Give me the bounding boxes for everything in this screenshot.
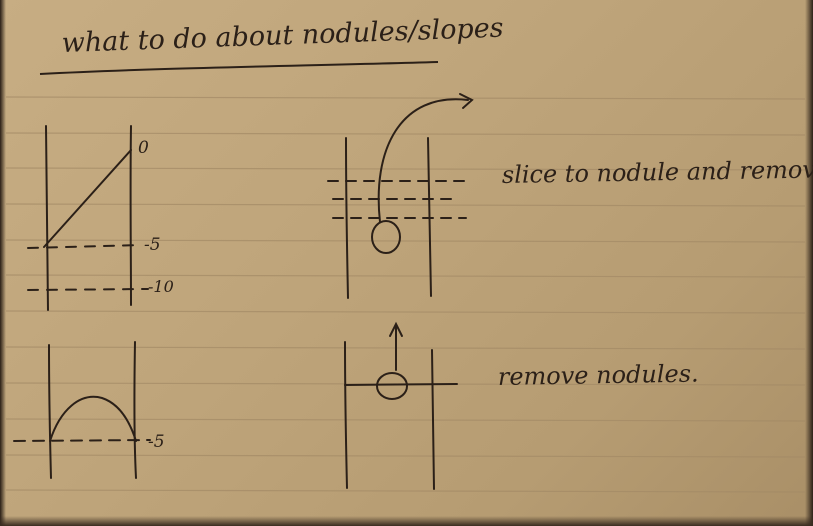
mound-right-wall bbox=[133, 341, 137, 479]
title-underline bbox=[39, 61, 439, 75]
paper-left-shadow bbox=[0, 0, 6, 526]
remove-level-line bbox=[344, 383, 458, 386]
slope-label-0: 0 bbox=[138, 138, 149, 158]
diagram-remove-nodules bbox=[344, 321, 458, 490]
slope-label-10: -10 bbox=[148, 277, 174, 296]
slice-left-wall bbox=[345, 137, 349, 299]
slice-nodule-circle bbox=[371, 220, 401, 254]
slope-surface bbox=[43, 149, 132, 248]
paper-bottom-shadow bbox=[0, 516, 813, 526]
remove-nodule-circle bbox=[376, 372, 408, 400]
mound-label-5: -5 bbox=[148, 432, 165, 452]
diagram-slope bbox=[27, 125, 149, 311]
mound-left-wall bbox=[48, 344, 52, 479]
slope-label-5: -5 bbox=[144, 235, 161, 255]
remove-left-wall bbox=[344, 341, 348, 489]
diagram-mound bbox=[13, 341, 151, 479]
page-title: what to do about nodules/slopes bbox=[61, 13, 504, 59]
remove-caption: remove nodules. bbox=[498, 359, 699, 391]
paper-right-shadow bbox=[805, 0, 813, 526]
remove-right-wall bbox=[431, 349, 435, 490]
ruled-lines bbox=[5, 96, 806, 493]
slice-arrow-head-icon bbox=[459, 93, 474, 109]
up-arrow-icon bbox=[389, 321, 403, 337]
diagram-slice-nodule bbox=[327, 93, 474, 299]
slope-dash-level-5 bbox=[27, 244, 141, 249]
slice-caption: slice to nodule and remove. bbox=[502, 155, 813, 189]
mound-surface bbox=[49, 395, 137, 442]
slice-right-wall bbox=[427, 137, 432, 297]
slope-left-wall bbox=[45, 125, 49, 311]
slice-removal-arrow-line bbox=[377, 98, 469, 223]
mound-dash-level bbox=[13, 439, 151, 442]
slope-dash-level-10 bbox=[27, 288, 149, 291]
